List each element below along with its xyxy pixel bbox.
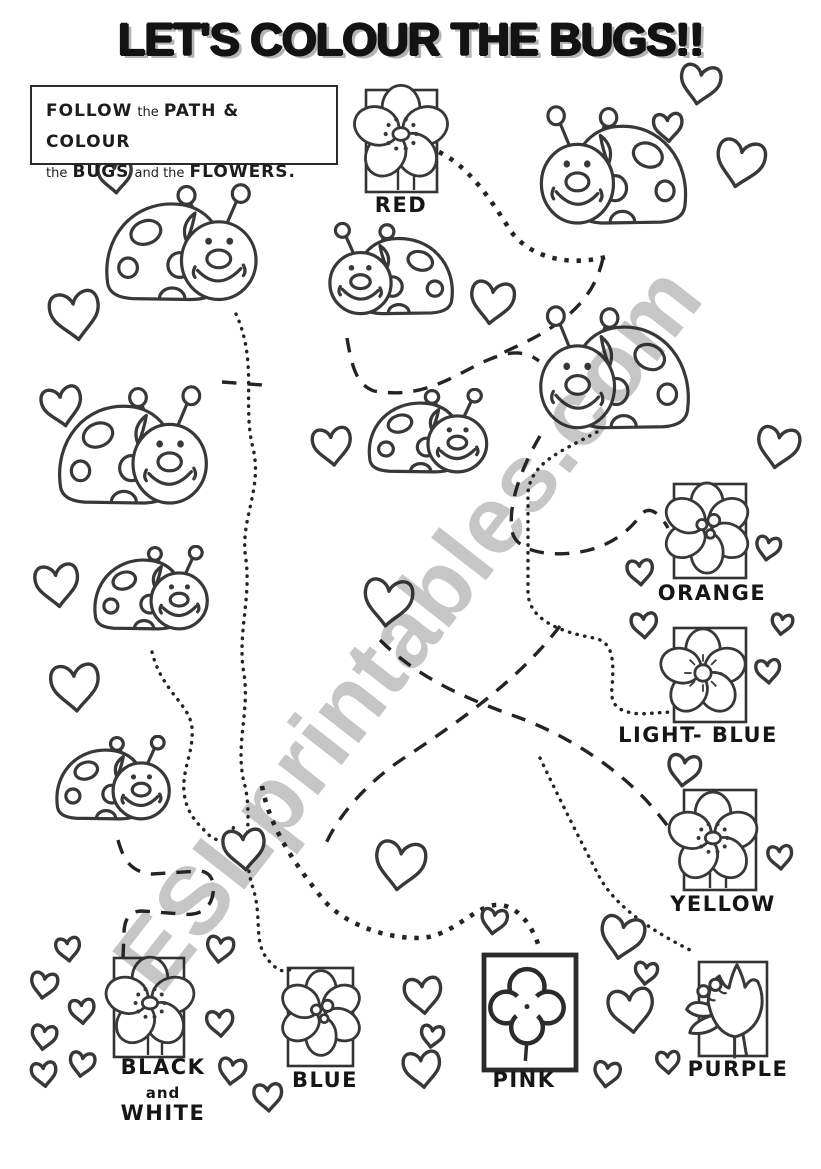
- maze-path: [378, 638, 687, 853]
- heart-icon: [666, 753, 703, 789]
- swatch-label-red: RED: [374, 193, 428, 217]
- heart-icon: [677, 62, 724, 108]
- heart-icon: [32, 561, 83, 611]
- heart-icon: [29, 970, 60, 1001]
- heart-icon: [68, 997, 97, 1026]
- maze-path: [526, 430, 673, 716]
- ladybug-icon: [368, 388, 488, 473]
- ladybug-icon: [105, 183, 258, 301]
- heart-icon: [205, 935, 235, 965]
- instruction-word: the: [137, 105, 159, 120]
- ladybug-icon: [55, 735, 171, 820]
- flower-icon: [663, 790, 763, 887]
- heart-icon: [711, 136, 769, 192]
- heart-icon: [467, 279, 517, 327]
- heart-icon: [625, 558, 655, 587]
- ladybug-icon: [58, 385, 208, 505]
- swatch-label-light-blue: LIGHT- BLUE: [618, 723, 778, 747]
- swatch-label-black: BLACK: [120, 1055, 206, 1079]
- heart-icon: [54, 935, 83, 964]
- heart-icon: [401, 1049, 444, 1091]
- swatch-label-pink: PINK: [492, 1068, 556, 1092]
- heart-icon: [67, 1050, 97, 1079]
- instruction-word: FOLLOW: [46, 101, 133, 121]
- instruction-word: and the: [134, 166, 185, 182]
- heart-icon: [754, 658, 782, 685]
- instructions-box: FOLLOW the PATH & COLOUR the BUGS and th…: [30, 85, 338, 182]
- maze-path: [234, 312, 294, 973]
- heart-icon: [252, 1082, 284, 1113]
- swatch-label-orange: ORANGE: [657, 581, 767, 605]
- swatch-label-blue: BLUE: [291, 1068, 359, 1092]
- heart-icon: [310, 425, 355, 469]
- swatch-pink-box: [481, 952, 579, 1073]
- instruction-word: FLOWERS.: [189, 162, 296, 183]
- heart-icon: [29, 1060, 59, 1089]
- heart-icon: [596, 913, 648, 963]
- heart-icon: [402, 975, 445, 1017]
- maze-path: [221, 380, 263, 387]
- instructions-line-1: FOLLOW the PATH & COLOUR: [46, 96, 328, 157]
- flower-icon: [655, 627, 751, 720]
- heart-icon: [605, 985, 658, 1037]
- heart-icon: [629, 611, 659, 640]
- instruction-word: BUGS: [72, 162, 130, 183]
- heart-icon: [30, 1023, 59, 1052]
- swatch-label-and: and: [145, 1084, 181, 1102]
- clover-flower-icon: [488, 967, 566, 1063]
- maze-path: [116, 839, 216, 958]
- swatch-label-purple: PURPLE: [687, 1057, 789, 1081]
- heart-icon: [655, 1050, 681, 1075]
- heart-icon: [217, 1056, 248, 1087]
- heart-icon: [766, 844, 794, 871]
- heart-icon: [48, 661, 103, 715]
- swatch-label-yellow: YELLOW: [670, 892, 776, 916]
- instruction-word: PATH & COLOUR: [46, 101, 240, 152]
- heart-icon: [372, 838, 429, 894]
- heart-icon: [205, 1009, 236, 1039]
- ladybug-icon: [539, 305, 690, 430]
- heart-icon: [220, 827, 268, 873]
- heart-icon: [419, 1024, 445, 1049]
- maze-path: [150, 650, 236, 842]
- maze-path: [493, 257, 605, 359]
- page-title: LET'S COLOUR THE BUGS!!: [117, 14, 704, 65]
- instructions-line-2: the BUGS and the FLOWERS.: [46, 157, 328, 188]
- maze-path: [345, 337, 541, 395]
- ladybug-icon: [93, 545, 209, 630]
- instruction-word: the: [46, 166, 68, 182]
- swatch-label-white: WHITE: [120, 1101, 206, 1125]
- maze-path: [509, 435, 670, 556]
- heart-icon: [479, 907, 509, 936]
- heart-icon: [46, 287, 105, 345]
- heart-icon: [633, 961, 659, 986]
- heart-icon: [754, 535, 782, 563]
- heart-icon: [592, 1060, 622, 1089]
- ladybug-icon: [328, 222, 454, 315]
- maze-path: [538, 756, 694, 953]
- heart-icon: [770, 613, 794, 636]
- heart-icon: [754, 424, 803, 472]
- maze-path: [322, 624, 562, 849]
- heart-icon: [361, 577, 415, 630]
